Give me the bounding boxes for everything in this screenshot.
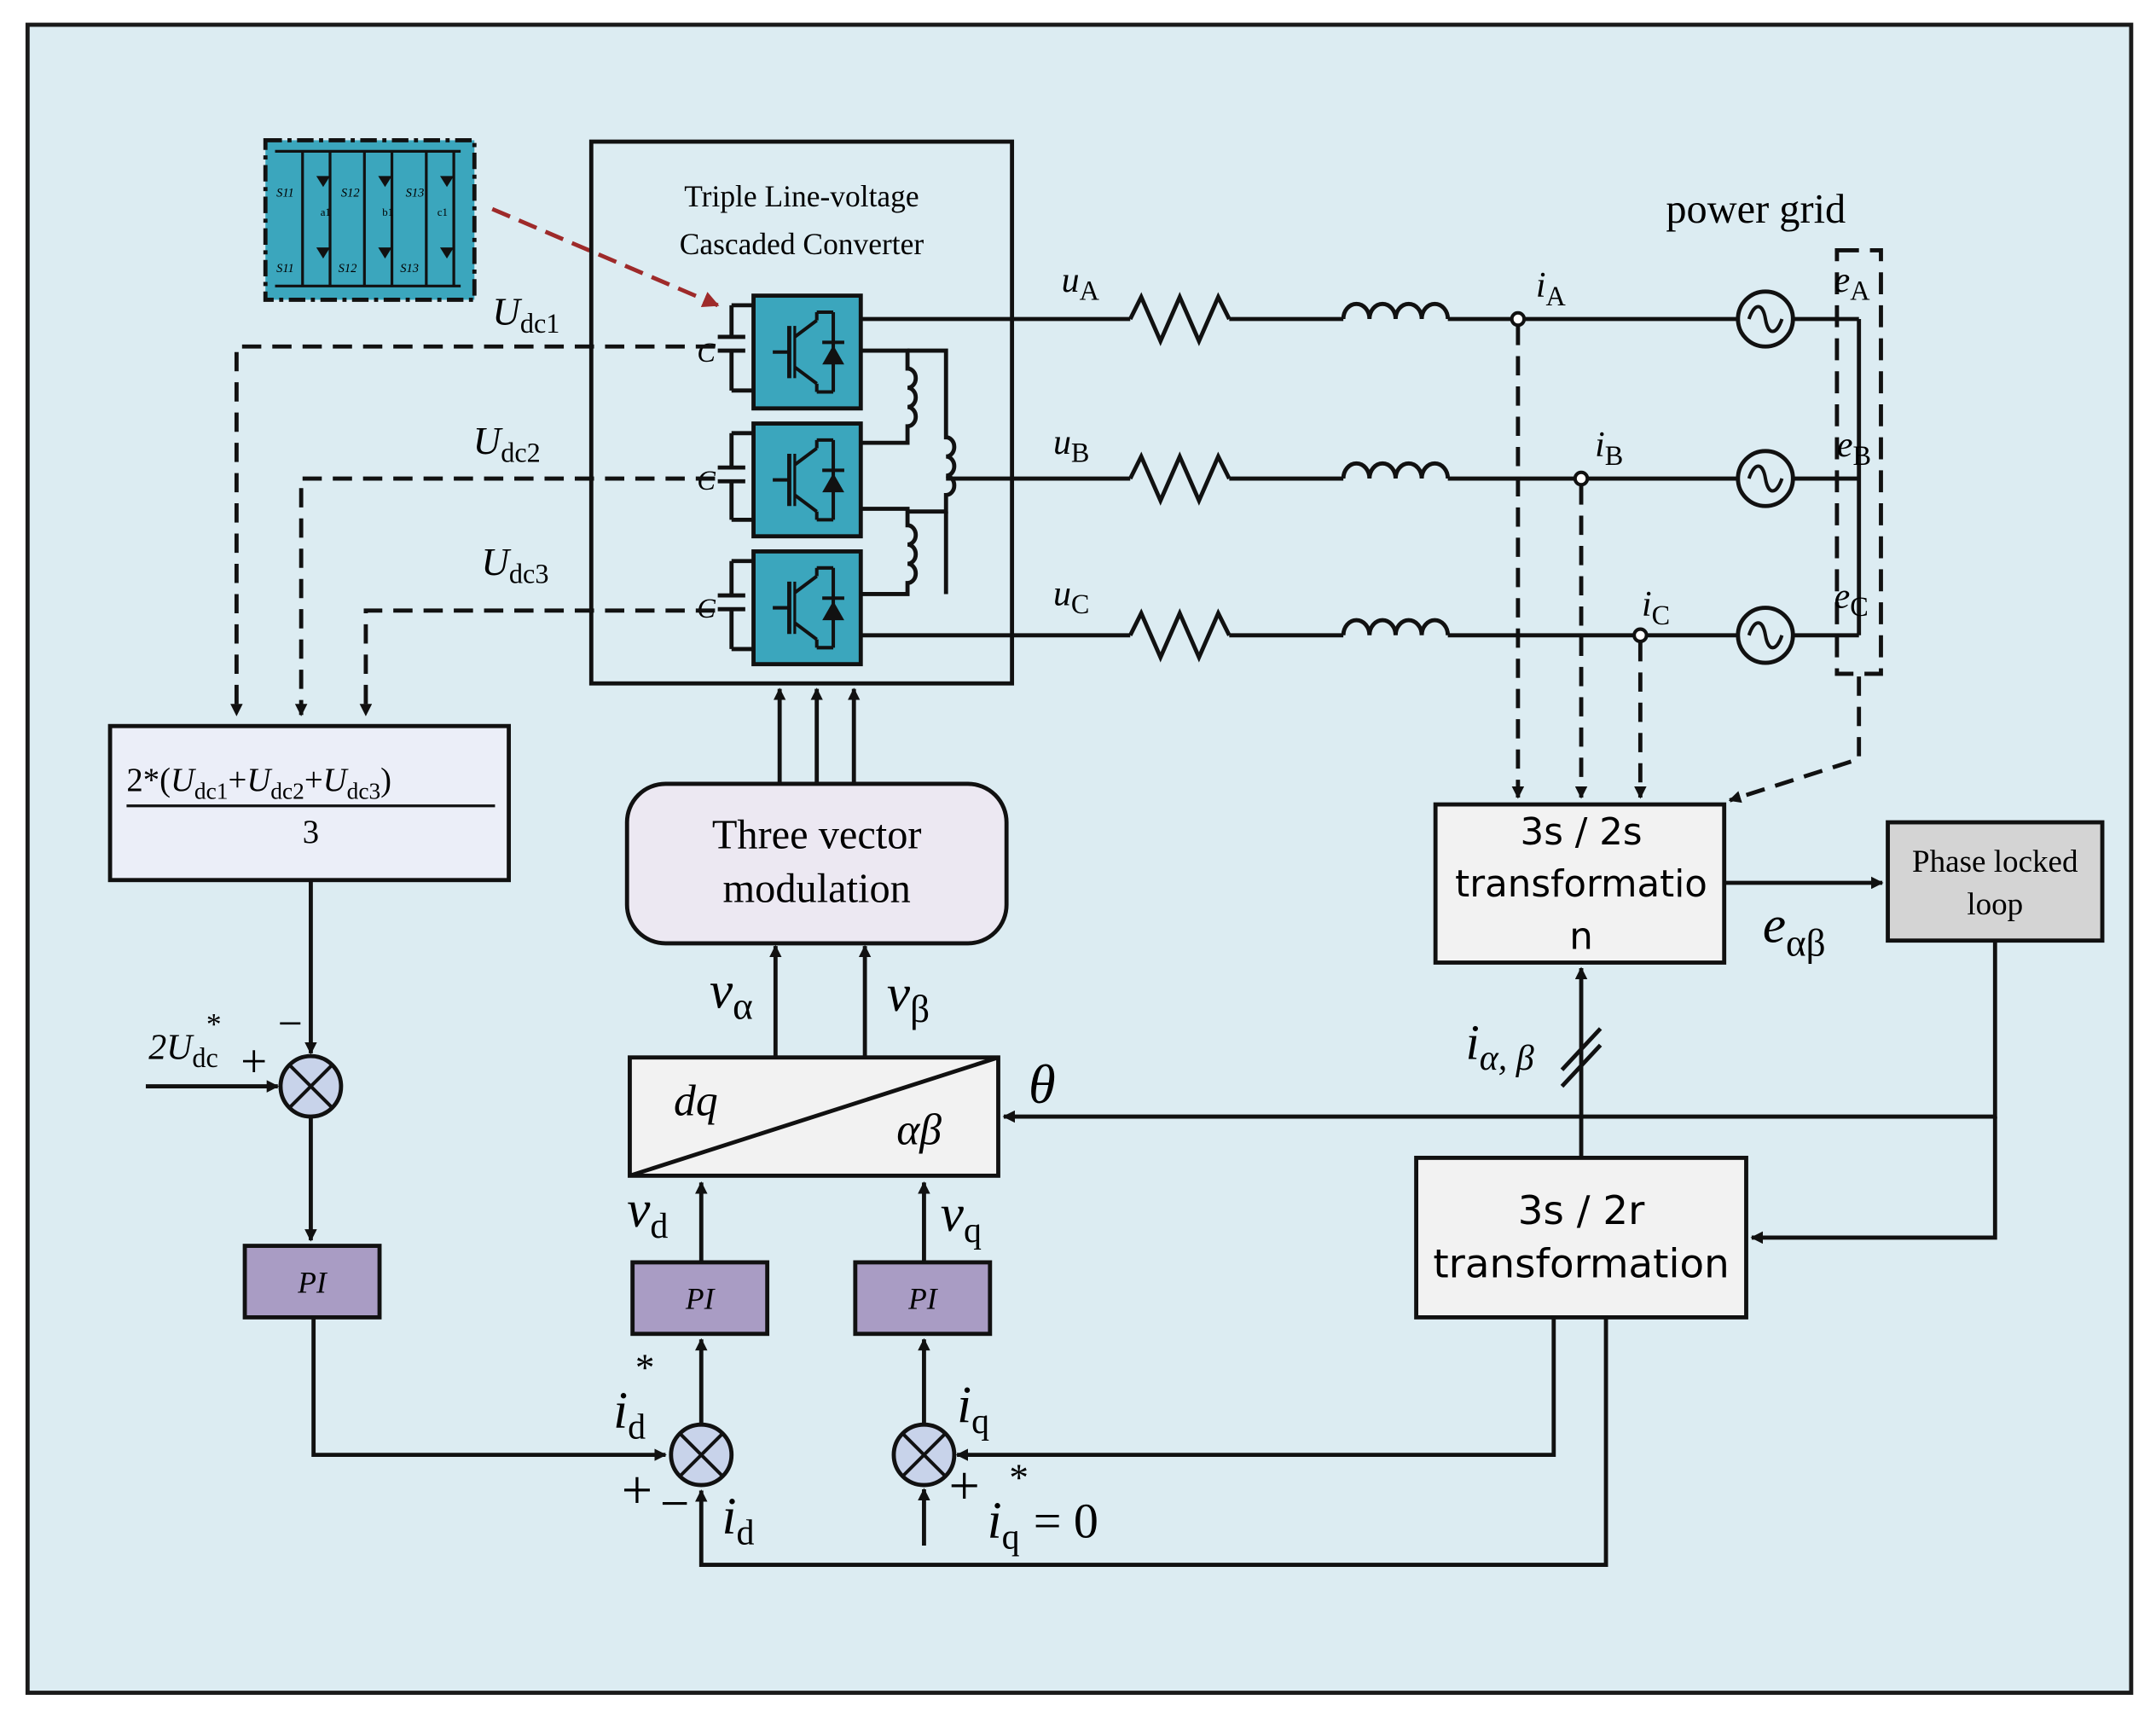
label-iq: iq xyxy=(957,1376,989,1442)
transform-3s2s-line3: n xyxy=(1569,915,1593,958)
phase-lines xyxy=(861,316,1862,638)
udc-summer-minus: − xyxy=(278,1000,303,1048)
inset-label-s13-top: S13 xyxy=(406,187,425,200)
label-id-ref-star: * xyxy=(635,1347,655,1389)
converter-inset: S11 S12 S13 a1 b1 c1 S11 S12 S13 xyxy=(263,138,477,302)
transform-3s2r-line1: 3s / 2r xyxy=(1518,1188,1645,1234)
pll-block xyxy=(1886,820,2105,943)
transform-3s2s-line2: transformatio xyxy=(1455,863,1707,906)
dc-average-block xyxy=(107,723,511,883)
label-vq: vq xyxy=(941,1185,982,1250)
transform-3s2s-line1: 3s / 2s xyxy=(1521,811,1643,854)
label-ic: iC xyxy=(1642,585,1670,630)
label-udc3: Udc3 xyxy=(481,541,548,589)
iq-summer xyxy=(894,1424,954,1485)
label-i-alphabeta: iα, β xyxy=(1466,1014,1534,1078)
label-ec: eC xyxy=(1834,577,1869,623)
udc-summer-plus: + xyxy=(241,1035,267,1087)
pll-line1: Phase locked xyxy=(1912,844,2078,879)
pi-label-dc: PI xyxy=(297,1265,328,1299)
iq-summer-plus: + xyxy=(948,1456,979,1517)
dc-feedback-lines xyxy=(230,344,716,716)
dq-block-diagonal xyxy=(629,1055,1000,1178)
label-theta: θ xyxy=(1029,1054,1056,1115)
node-ib xyxy=(1573,470,1590,487)
id-summer-plus: + xyxy=(622,1460,652,1521)
converter-box xyxy=(588,139,1015,686)
label-ub: uB xyxy=(1053,423,1089,468)
label-udc-ref: 2Udc xyxy=(148,1028,218,1073)
inset-node-a1: a1 xyxy=(321,206,331,218)
id-summer-minus: − xyxy=(660,1475,690,1533)
label-v-alpha: vα xyxy=(710,962,753,1028)
cap-label-3: C xyxy=(697,593,716,624)
inset-label-s11-top: S11 xyxy=(276,187,294,200)
pll-to-3s2r-line xyxy=(1750,1117,1997,1244)
pll-line2: loop xyxy=(1967,887,2023,922)
pi-block-dc xyxy=(242,1244,382,1320)
label-ib: iB xyxy=(1595,426,1623,471)
dc-pi-to-id-summer-line xyxy=(311,1317,667,1461)
avg-numerator: 2*(Udc1+Udc2+Udc3) xyxy=(126,763,391,804)
bus-slash-1 xyxy=(1560,1027,1603,1071)
modulation-line2: modulation xyxy=(723,867,911,912)
label-id-ref: id xyxy=(613,1381,646,1447)
igbt-module-3 xyxy=(754,551,861,664)
pi-label-d: PI xyxy=(685,1282,716,1316)
label-ia: iA xyxy=(1536,266,1567,311)
inset-label-s11-bottom: S11 xyxy=(276,262,294,276)
igbt-module-1 xyxy=(754,296,861,409)
label-uc: uC xyxy=(1053,574,1089,619)
udc-summer xyxy=(281,1056,341,1117)
inset-node-c1: c1 xyxy=(438,206,448,218)
converter-title-line2: Cascaded Converter xyxy=(680,227,924,261)
label-ua: uA xyxy=(1062,261,1100,306)
label-udc-ref-star: * xyxy=(206,1007,222,1041)
node-ic xyxy=(1632,627,1649,644)
label-ea: eA xyxy=(1834,261,1871,306)
label-e-alphabeta: eαβ xyxy=(1763,896,1826,964)
avg-denominator: 3 xyxy=(303,815,319,850)
cap-label-1: C xyxy=(697,337,716,368)
bus-slash-2 xyxy=(1560,1043,1603,1088)
label-iq-ref-star: * xyxy=(1009,1457,1029,1500)
modulation-line1: Three vector xyxy=(712,813,922,858)
3s2r-to-id-line xyxy=(695,1317,1608,1568)
three-vector-modulation-block xyxy=(624,781,1009,946)
label-iq-ref: iq= 0 xyxy=(988,1491,1098,1557)
label-vd: vd xyxy=(627,1181,668,1246)
label-id: id xyxy=(722,1488,754,1553)
inset-label-s13-bottom: S13 xyxy=(400,262,419,276)
current-feedback-lines xyxy=(1511,326,1862,803)
igbt-module-2 xyxy=(754,424,861,537)
transform-3s2r-line2: transformation xyxy=(1433,1242,1729,1288)
pi-label-q: PI xyxy=(907,1282,939,1316)
label-v-beta: vβ xyxy=(887,965,930,1030)
inset-node-b1: b1 xyxy=(382,206,393,218)
capacitor-group xyxy=(717,303,754,652)
label-udc1: Udc1 xyxy=(492,290,559,339)
power-grid-label: power grid xyxy=(1666,187,1846,232)
inset-pointer-arrow xyxy=(491,206,720,308)
node-ia xyxy=(1510,310,1527,328)
inset-label-s12-top: S12 xyxy=(341,187,360,200)
transformer-windings xyxy=(861,348,957,596)
inset-label-s12-bottom: S12 xyxy=(339,262,357,276)
label-eb: eB xyxy=(1837,426,1871,471)
transform-3s2r-block xyxy=(1414,1155,1748,1320)
dq-block-right-label: αβ xyxy=(896,1105,942,1154)
dq-block-left-label: dq xyxy=(674,1076,718,1125)
label-udc2: Udc2 xyxy=(473,420,541,468)
grid-bracket xyxy=(1834,247,1883,676)
pi-block-q xyxy=(853,1260,993,1337)
3s2r-to-iq-line xyxy=(955,1317,1556,1461)
converter-title-line1: Triple Line-voltage xyxy=(684,179,919,213)
